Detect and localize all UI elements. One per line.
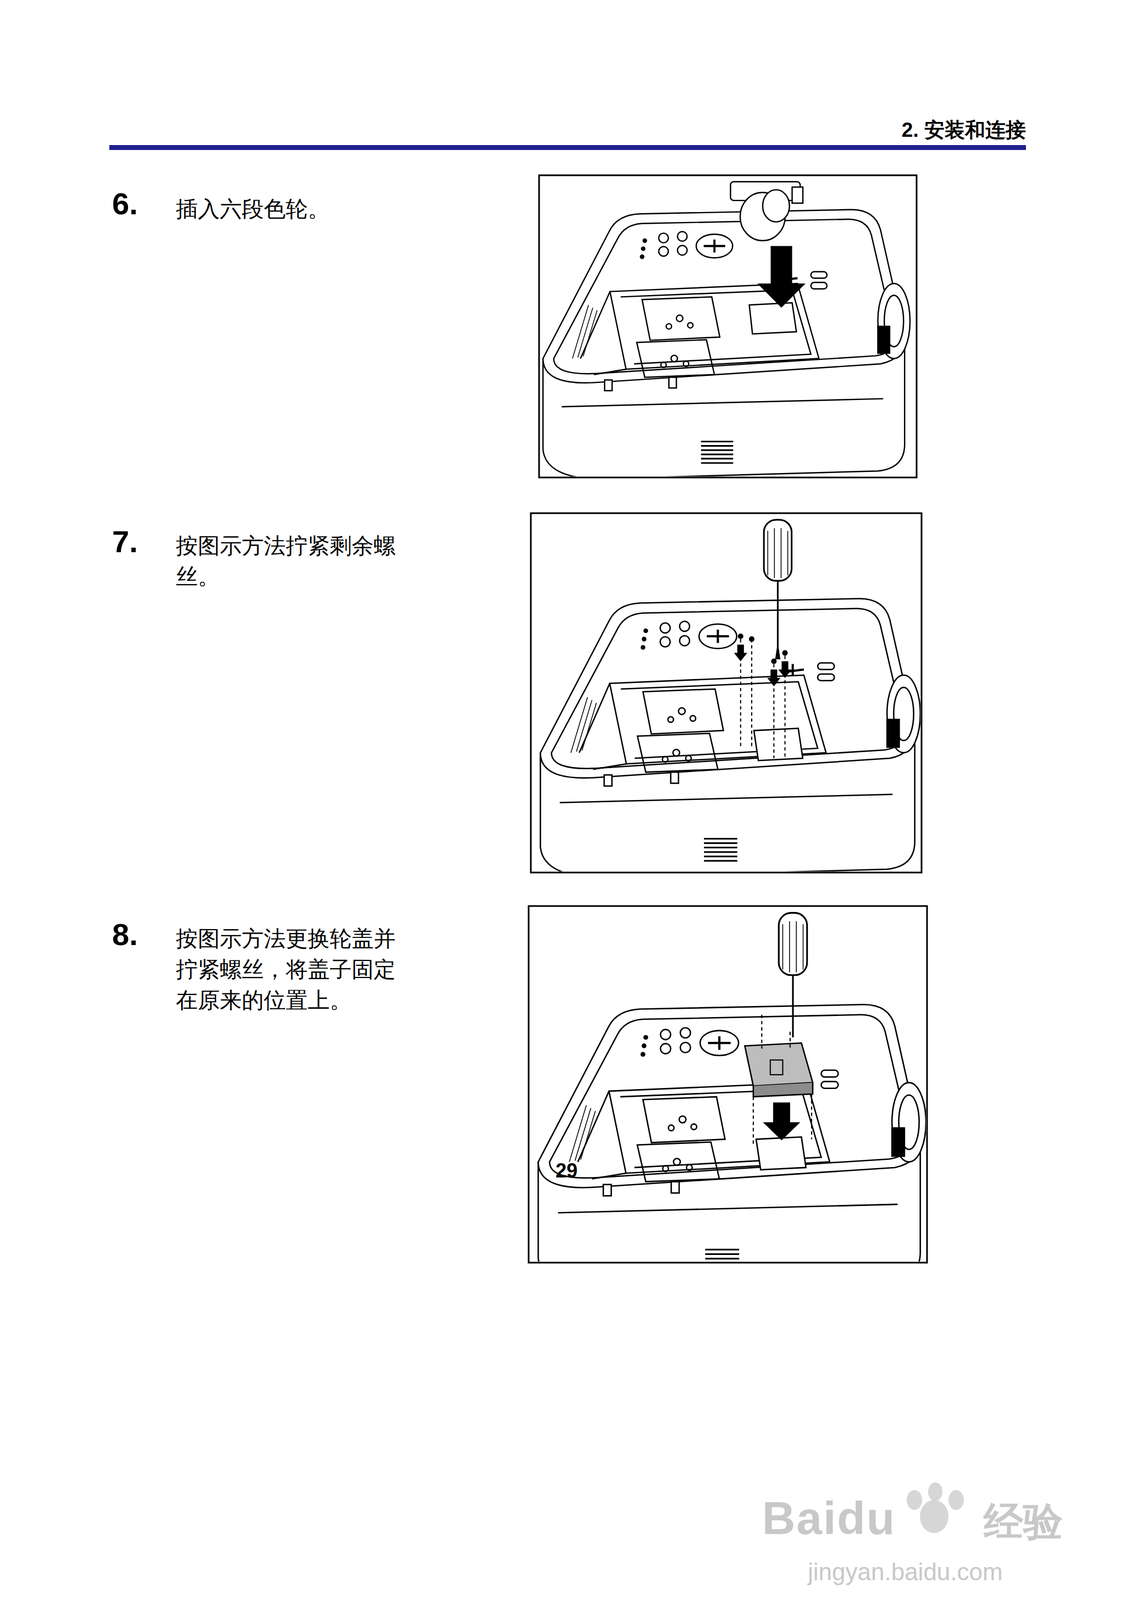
watermark-url: jingyan.baidu.com [807,1558,1003,1586]
section-heading: 2. 安装和连接 [901,116,1026,144]
step-text: 插入六段色轮。 [175,193,407,225]
figure-replace-wheel-cover [528,906,928,1290]
step-text: 按图示方法更换轮盖并拧紧螺丝，将盖子固定在原来的位置上。 [175,923,407,1016]
step-number: 6. [112,185,138,222]
step-number: 7. [112,523,138,560]
figure-insert-color-wheel [539,175,917,480]
step-number: 8. [112,916,138,953]
figure-tighten-screws [530,513,922,878]
watermark: 经验 [983,1495,1063,1549]
watermark-paw [906,1482,964,1534]
header-rule [109,145,1026,151]
step-text: 按图示方法拧紧剩余螺丝。 [175,530,407,592]
watermark: Baidu [762,1491,896,1546]
page-number: 29 [555,1159,578,1183]
